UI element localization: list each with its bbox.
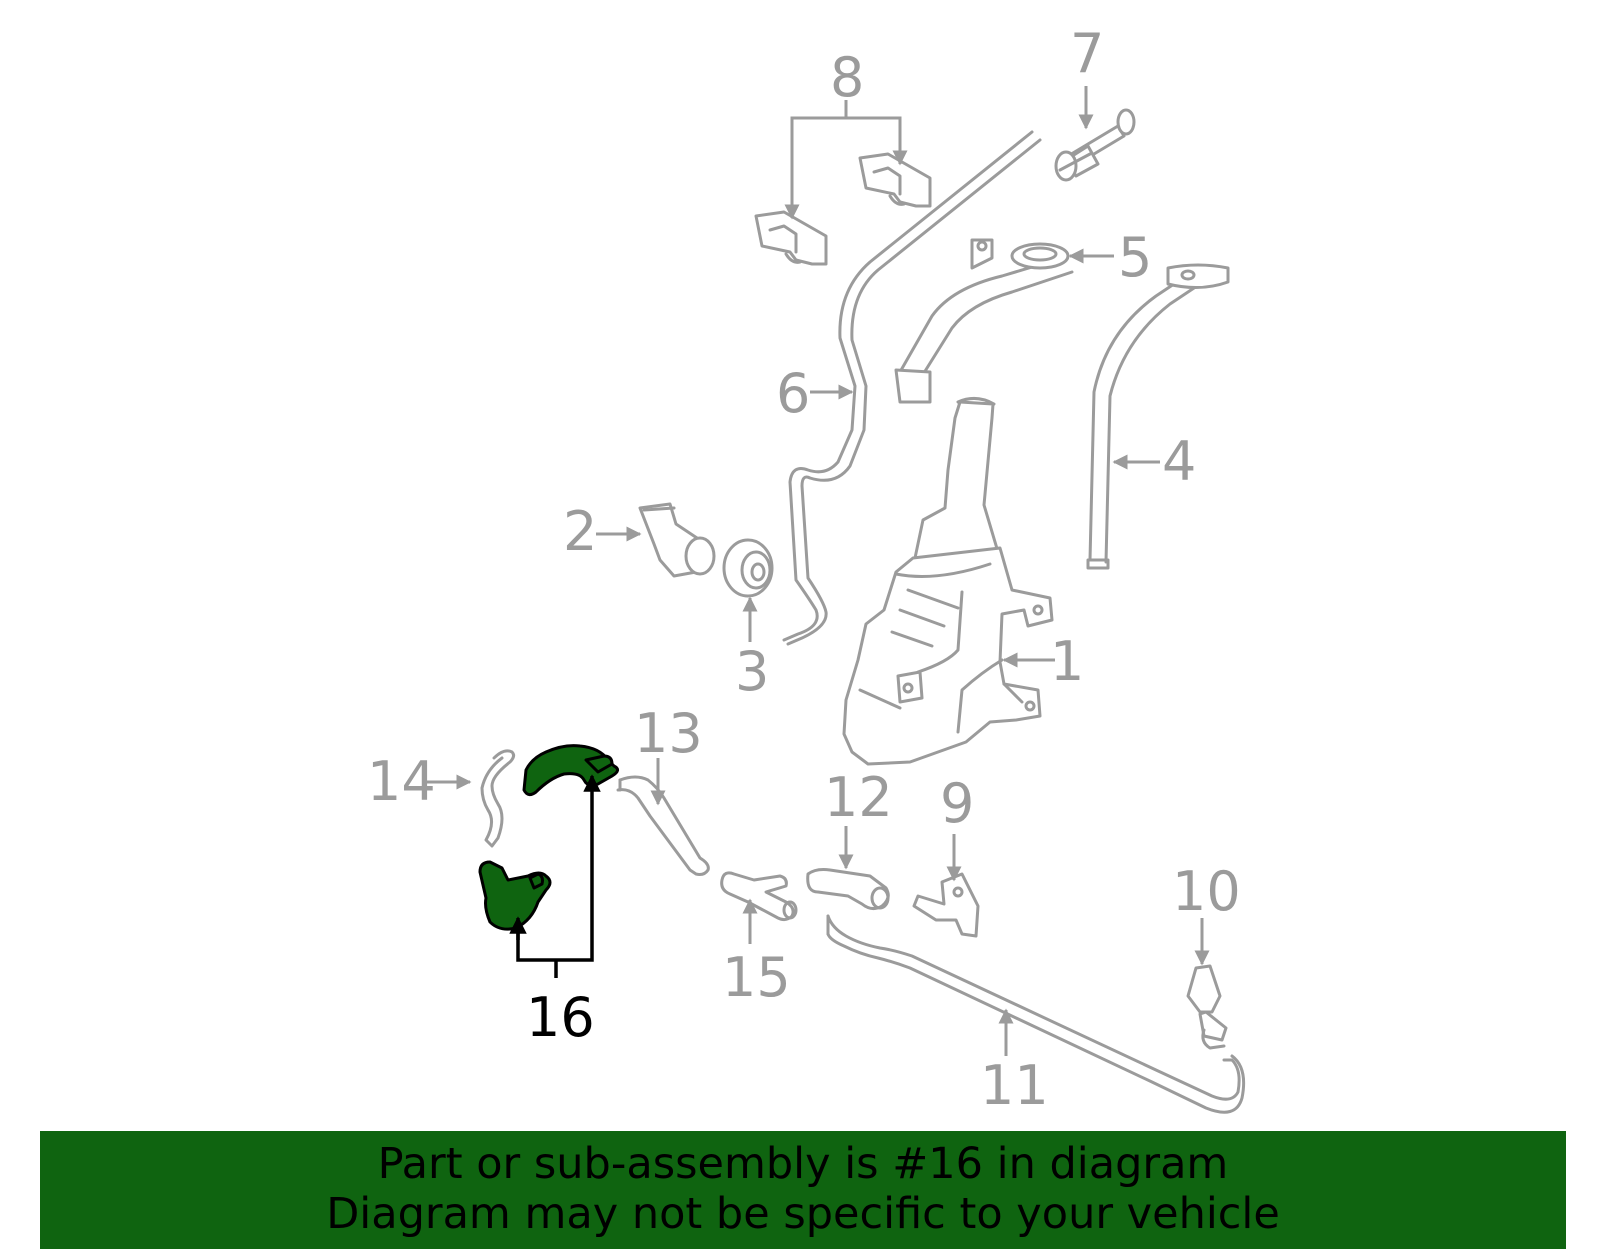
info-banner: Part or sub-assembly is #16 in diagram D…: [40, 1131, 1566, 1249]
label-15: 15: [722, 946, 791, 1009]
label-4: 4: [1162, 430, 1196, 493]
label-10: 10: [1172, 860, 1241, 923]
part-4-filler-pipe[interactable]: [1086, 263, 1230, 570]
label-16: 16: [526, 986, 595, 1049]
label-6: 6: [776, 362, 810, 425]
label-14: 14: [367, 750, 436, 813]
part-6-hose[interactable]: [782, 130, 1042, 646]
part-11-hose[interactable]: [826, 914, 1246, 1114]
part-9-bracket[interactable]: [912, 872, 980, 938]
label-13: 13: [634, 702, 703, 765]
label-5: 5: [1118, 226, 1152, 289]
part-7-clip[interactable]: [1054, 108, 1136, 182]
label-1: 1: [1050, 630, 1084, 693]
part-5-filler-neck[interactable]: [894, 238, 1074, 404]
part-13-hose[interactable]: [616, 775, 710, 876]
label-12: 12: [824, 766, 893, 829]
label-11: 11: [980, 1054, 1049, 1117]
part-1-washer-reservoir[interactable]: [842, 397, 1054, 766]
part-14-hose[interactable]: [480, 749, 516, 848]
banner-line-2: Diagram may not be specific to your vehi…: [326, 1189, 1280, 1239]
part-2-connector[interactable]: [638, 502, 716, 578]
label-3: 3: [735, 640, 769, 703]
part-16-washer-pump-highlighted[interactable]: [478, 744, 619, 931]
label-7: 7: [1070, 22, 1104, 85]
label-9: 9: [940, 772, 974, 835]
part-15-t-joint[interactable]: [720, 871, 798, 922]
part-3-grommet[interactable]: [722, 538, 774, 598]
banner-line-1: Part or sub-assembly is #16 in diagram: [377, 1139, 1229, 1189]
label-2: 2: [563, 500, 597, 563]
label-8: 8: [830, 46, 864, 109]
part-12-hose[interactable]: [806, 868, 890, 911]
part-8-clips[interactable]: [754, 152, 932, 266]
part-10-nozzle[interactable]: [1186, 964, 1228, 1050]
